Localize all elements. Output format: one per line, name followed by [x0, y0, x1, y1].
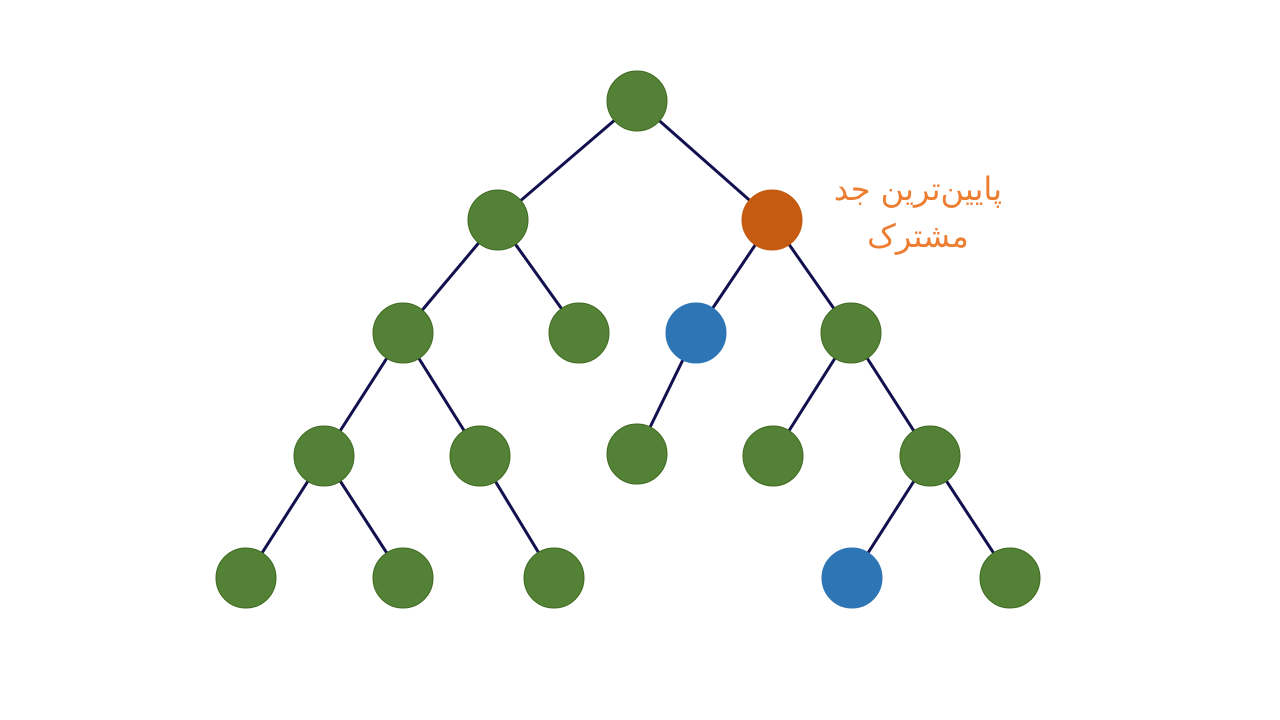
tree-node [372, 547, 434, 609]
lca-label: پایین‌ترین جد مشترک [834, 170, 1002, 255]
tree-node [606, 423, 668, 485]
tree-node [979, 547, 1041, 609]
tree-node [523, 547, 585, 609]
tree-node [215, 547, 277, 609]
tree-node [899, 425, 961, 487]
query-node [821, 547, 883, 609]
lca-label-line1: پایین‌ترین جد [834, 170, 1002, 208]
nodes-layer [215, 70, 1041, 609]
tree-node [606, 70, 668, 132]
tree-node [467, 189, 529, 251]
tree-node [548, 302, 610, 364]
query-node [665, 302, 727, 364]
tree-node [820, 302, 882, 364]
tree-node [742, 425, 804, 487]
tree-node [293, 425, 355, 487]
lca-node [741, 189, 803, 251]
lca-label-line2: مشترک [867, 217, 969, 255]
tree-node [372, 302, 434, 364]
tree-node [449, 425, 511, 487]
